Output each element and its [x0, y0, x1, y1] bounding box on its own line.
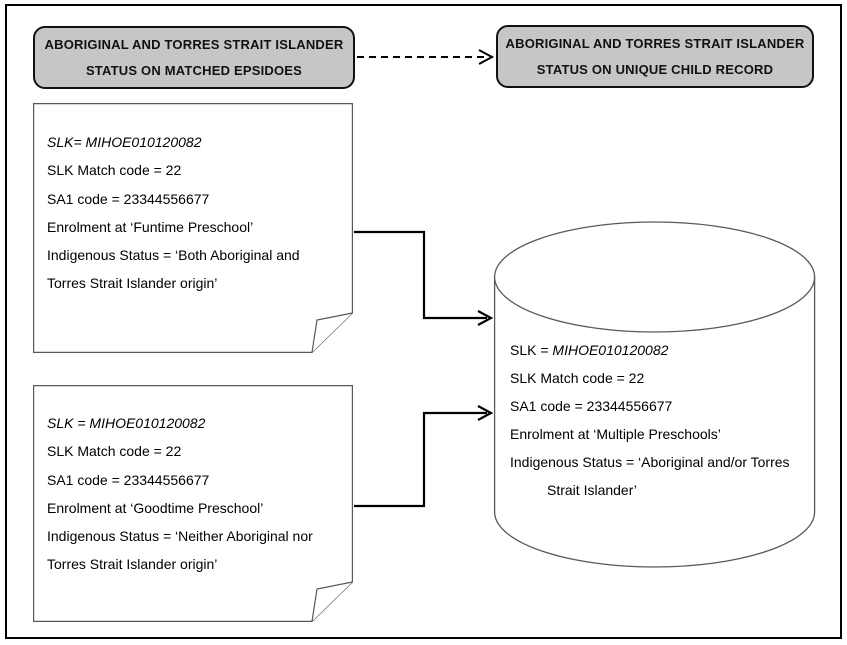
slk-line: SLK = MIHOE010120082: [510, 336, 812, 364]
sa1-code-line: SA1 code = 23344556677: [47, 471, 210, 488]
folded-corner-note-shape: [33, 103, 353, 353]
header-matched-line2: STATUS ON MATCHED EPSIDOES: [85, 62, 303, 78]
cylinder-text: SLK = MIHOE010120082 SLK Match code = 22…: [510, 336, 812, 504]
indigenous-status-line: Indigenous Status = ‘Neither Aboriginal …: [47, 528, 313, 545]
slk-line: SLK= MIHOE010120082: [47, 134, 202, 150]
slk-match-code-line: SLK Match code = 22: [510, 370, 645, 386]
header-unique-child-record: ABORIGINAL AND TORRES STRAIT ISLANDER ST…: [496, 25, 814, 88]
slk-match-code-line: SLK Match code = 22: [47, 443, 182, 460]
note-matched-episode-2: SLK = MIHOE010120082 SLK Match code = 22…: [33, 385, 353, 622]
header-unique-line2: STATUS ON UNIQUE CHILD RECORD: [536, 61, 774, 77]
slk-line: SLK = MIHOE010120082: [47, 415, 206, 431]
enrolment-line: Enrolment at ‘Goodtime Preschool’: [47, 499, 264, 516]
sa1-code-line: SA1 code = 23344556677: [510, 398, 673, 414]
database-cylinder: [493, 221, 816, 568]
note-matched-episode-1: SLK= MIHOE010120082 SLK Match code = 22 …: [33, 103, 353, 353]
header-matched-episodes: ABORIGINAL AND TORRES STRAIT ISLANDER ST…: [33, 26, 355, 89]
slk-label: SLK =: [510, 342, 553, 358]
header-unique-line1: ABORIGINAL AND TORRES STRAIT ISLANDER: [505, 35, 805, 51]
note-1-text: SLK= MIHOE010120082 SLK Match code = 22 …: [47, 128, 345, 298]
indigenous-status-line: Indigenous Status = ‘Both Aboriginal and: [47, 247, 300, 264]
indigenous-status-line: Indigenous Status = ‘Aboriginal and/or T…: [510, 454, 790, 470]
indigenous-status-wrap-line: Torres Strait Islander origin’: [47, 275, 218, 292]
indigenous-status-wrap-line: Strait Islander’: [547, 482, 638, 498]
header-matched-line1: ABORIGINAL AND TORRES STRAIT ISLANDER: [44, 36, 344, 52]
folded-corner-note-shape: [33, 385, 353, 622]
outer-frame: [5, 4, 842, 639]
slk-match-code-line: SLK Match code = 22: [47, 162, 182, 179]
indigenous-status-wrap-line: Torres Strait Islander origin’: [47, 556, 218, 573]
enrolment-line: Enrolment at ‘Funtime Preschool’: [47, 218, 254, 235]
note-2-text: SLK = MIHOE010120082 SLK Match code = 22…: [47, 409, 345, 579]
sa1-code-line: SA1 code = 23344556677: [47, 190, 210, 207]
enrolment-line: Enrolment at ‘Multiple Preschools’: [510, 426, 721, 442]
slk-value: MIHOE010120082: [552, 342, 669, 358]
